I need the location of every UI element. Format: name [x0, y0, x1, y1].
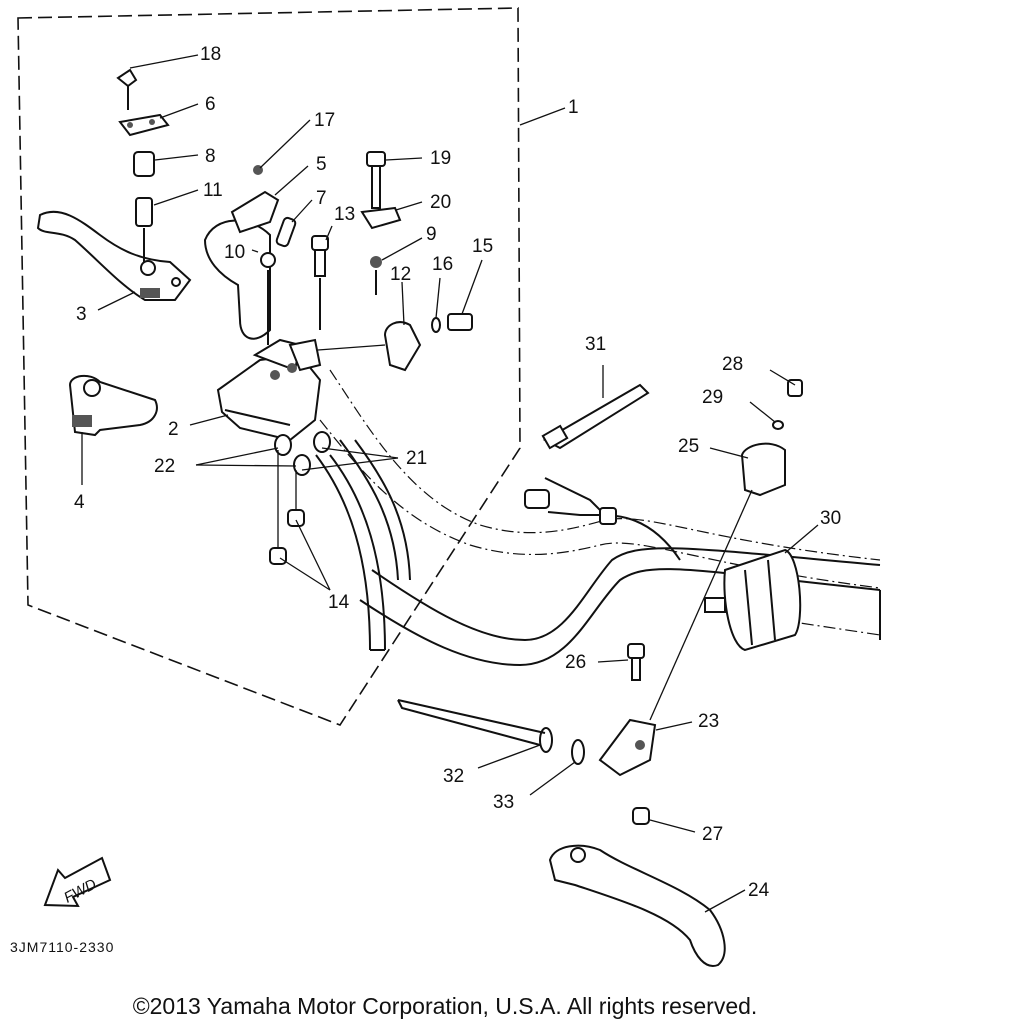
callout-14: 14	[328, 592, 350, 613]
callout-31: 31	[585, 334, 606, 355]
callout-5: 5	[316, 154, 327, 175]
callout-21: 21	[406, 448, 427, 469]
banjo-fittings	[269, 431, 331, 565]
bolt-19	[360, 151, 402, 230]
callout-3: 3	[76, 304, 87, 325]
callout-28: 28	[722, 354, 743, 375]
leader-lines	[81, 54, 819, 913]
callout-17: 17	[314, 110, 335, 131]
pivot-parts	[133, 151, 155, 262]
callout-30: 30	[820, 508, 841, 529]
callout-1: 1	[568, 97, 579, 118]
callout-19: 19	[430, 148, 451, 169]
callout-25: 25	[678, 436, 699, 457]
callout-2: 2	[168, 419, 179, 440]
callout-11: 11	[203, 180, 223, 201]
switch-bracket	[230, 165, 297, 345]
cable-tie	[541, 383, 650, 450]
callout-13: 13	[334, 204, 355, 225]
brake-hoses	[315, 439, 411, 651]
callout-8: 8	[205, 146, 216, 167]
callout-18: 18	[200, 44, 221, 65]
diagram-code: 3JM7110-2330	[10, 939, 114, 955]
cap-plate	[116, 68, 170, 137]
callout-26: 26	[565, 652, 586, 673]
callout-24: 24	[748, 880, 770, 901]
callout-29: 29	[702, 387, 723, 408]
callout-10: 10	[224, 242, 245, 263]
switch-housing	[704, 548, 802, 652]
reservoir-outline	[203, 219, 271, 340]
master-cylinder	[216, 338, 322, 442]
callout-7: 7	[316, 188, 327, 209]
wire-connector	[524, 477, 681, 561]
fwd-arrow-icon: FWD	[43, 856, 112, 908]
callout-labels: 1 2 3 4 5 6 7 8 9 10 11 12 13 14 15 16 1…	[74, 44, 841, 901]
callout-27: 27	[702, 824, 723, 845]
callout-22: 22	[154, 456, 175, 477]
callout-32: 32	[443, 766, 464, 787]
callout-33: 33	[493, 792, 514, 813]
clutch-holder	[397, 643, 657, 825]
clutch-clamp	[649, 379, 803, 721]
lower-clamp	[68, 374, 158, 437]
callout-16: 16	[432, 254, 453, 275]
brake-lever	[36, 210, 192, 301]
callout-6: 6	[205, 94, 216, 115]
assembly-boundary	[17, 7, 521, 726]
callout-4: 4	[74, 492, 85, 513]
callout-12: 12	[390, 264, 411, 285]
bolt-13	[311, 235, 382, 330]
brake-switch	[317, 313, 473, 372]
callout-9: 9	[426, 224, 437, 245]
copyright-notice: ©2013 Yamaha Motor Corporation, U.S.A. A…	[133, 993, 758, 1019]
callout-23: 23	[698, 711, 719, 732]
clutch-lever	[548, 844, 726, 967]
callout-15: 15	[472, 236, 493, 257]
callout-20: 20	[430, 192, 451, 213]
